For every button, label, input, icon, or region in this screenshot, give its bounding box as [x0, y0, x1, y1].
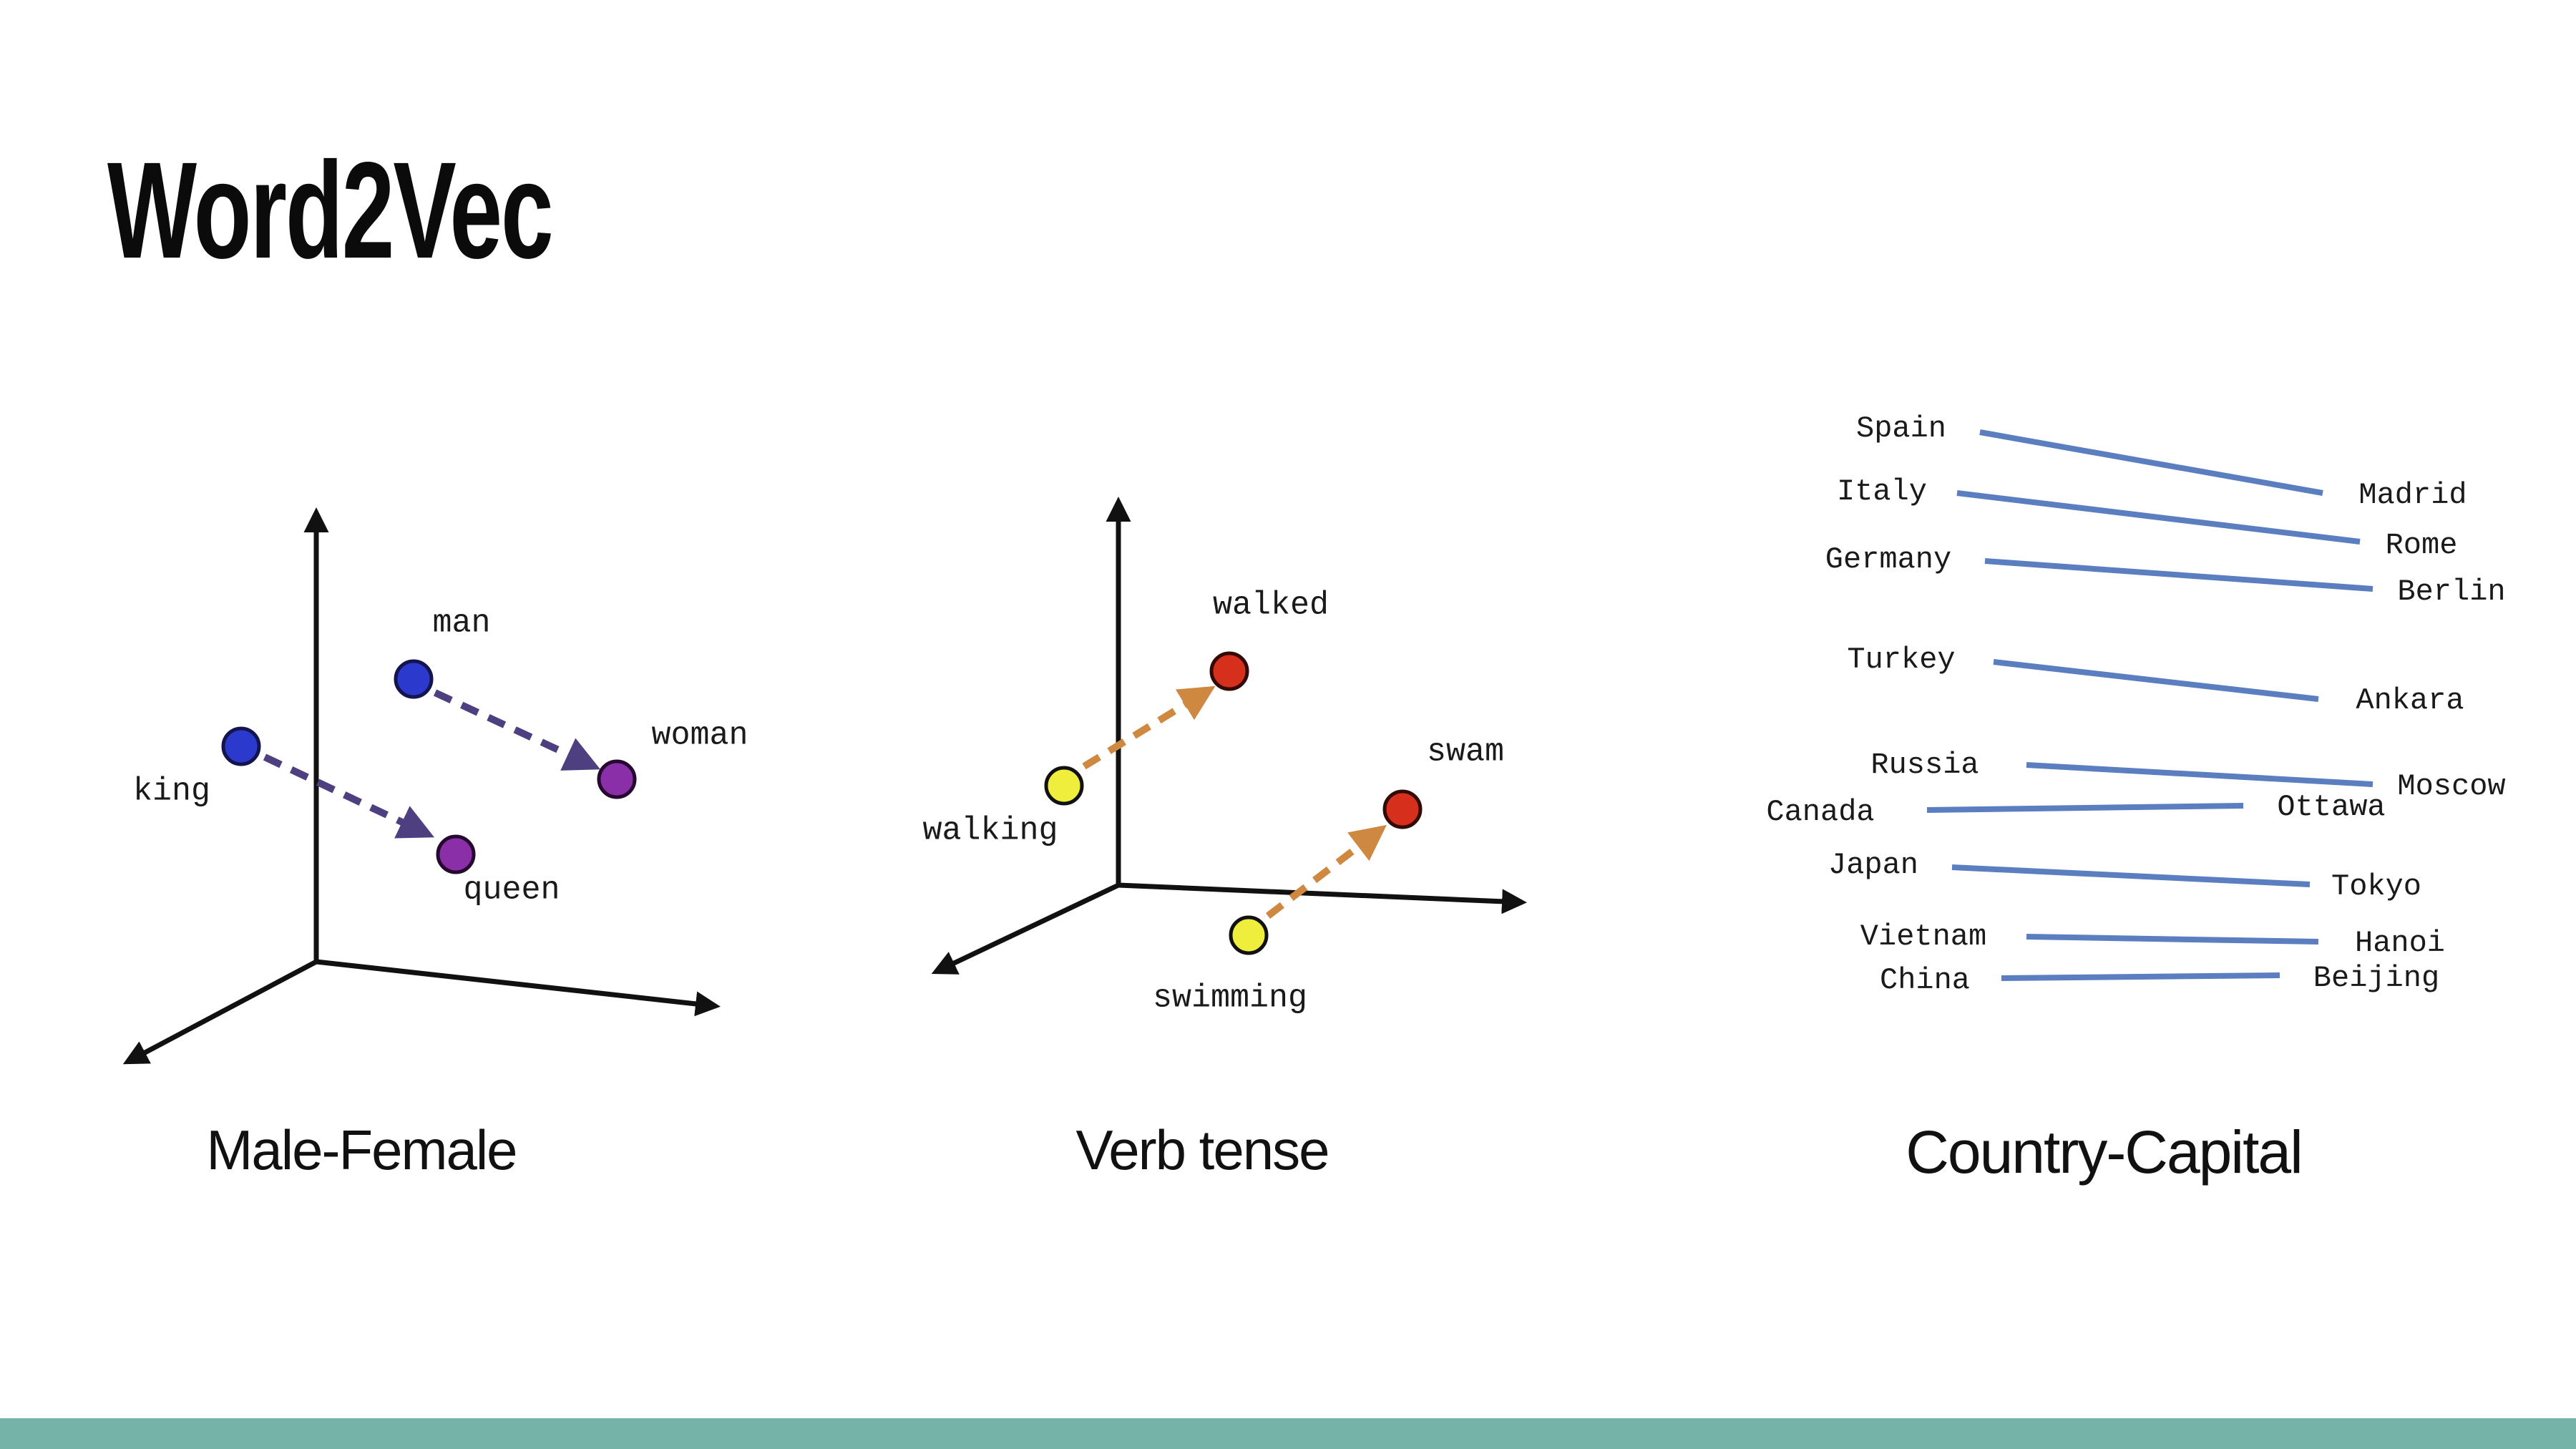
label-king: king — [133, 774, 210, 810]
point-woman — [597, 759, 637, 799]
label-woman: woman — [651, 718, 748, 754]
arrow-man-to-woman — [433, 689, 601, 771]
arrow-walking-to-walked — [1082, 686, 1216, 770]
caption-verb-tense: Verb tense — [1075, 1118, 1330, 1181]
slide-title: Word2Vec — [107, 133, 554, 287]
label-swam: swam — [1427, 734, 1504, 771]
arrow-swimming-to-swam — [1265, 824, 1387, 919]
line-Germany-Berlin — [1984, 558, 2373, 592]
point-queen — [436, 834, 476, 874]
panel-verb-tense: walked walking swam swimming — [909, 441, 1624, 1085]
caption-country-capital: Country-Capital — [1906, 1118, 2303, 1186]
axis-z — [122, 959, 318, 1065]
caption-male-female: Male-Female — [206, 1118, 517, 1181]
label-Russia: Russia — [1870, 748, 1979, 782]
label-Italy: Italy — [1837, 474, 1927, 509]
verb-tense-diagram: walked walking swam swimming — [922, 497, 1527, 1017]
footer-bar — [0, 1418, 2576, 1449]
label-Berlin: Berlin — [2397, 575, 2505, 609]
male-female-diagram: man king woman queen — [122, 507, 748, 1065]
line-China-Beijing — [2001, 972, 2280, 981]
label-walking: walking — [922, 813, 1058, 849]
label-man: man — [432, 605, 490, 642]
label-Hanoi: Hanoi — [2355, 926, 2445, 960]
label-Turkey: Turkey — [1847, 643, 1955, 677]
line-Italy-Rome — [1956, 490, 2361, 545]
point-king — [221, 726, 261, 766]
label-Japan: Japan — [1828, 848, 1918, 882]
label-Canada: Canada — [1766, 795, 1874, 829]
point-swam — [1382, 789, 1423, 829]
label-Ottawa: Ottawa — [2277, 790, 2385, 824]
point-man — [394, 659, 434, 699]
label-Germany: Germany — [1825, 542, 1951, 577]
label-queen: queen — [463, 872, 560, 909]
arrow-king-to-queen — [263, 753, 435, 839]
label-Vietnam: Vietnam — [1860, 919, 1986, 954]
line-Canada-Ottawa — [1926, 803, 2244, 813]
label-Beijing: Beijing — [2313, 961, 2439, 995]
point-walked — [1209, 651, 1249, 691]
label-China: China — [1880, 963, 1970, 997]
label-Ankara: Ankara — [2356, 683, 2464, 718]
axis-x — [316, 959, 721, 1017]
line-Russia-Moscow — [2026, 762, 2373, 787]
line-Turkey-Ankara — [1993, 659, 2319, 702]
label-Tokyo: Tokyo — [2331, 869, 2421, 904]
label-walked: walked — [1213, 587, 1329, 624]
line-Spain-Madrid — [1979, 429, 2323, 496]
axis-z — [931, 882, 1120, 975]
line-Vietnam-Hanoi — [2026, 934, 2319, 945]
label-Spain: Spain — [1856, 411, 1946, 446]
axis-x — [1118, 882, 1527, 914]
panel-male-female: man king woman queen — [100, 441, 816, 1085]
label-Moscow: Moscow — [2397, 769, 2505, 804]
point-swimming — [1229, 915, 1269, 955]
label-Madrid: Madrid — [2358, 478, 2467, 512]
label-swimming: swimming — [1153, 980, 1307, 1017]
line-Japan-Tokyo — [1951, 864, 2311, 887]
point-walking — [1044, 766, 1084, 806]
label-Rome: Rome — [2386, 528, 2458, 562]
